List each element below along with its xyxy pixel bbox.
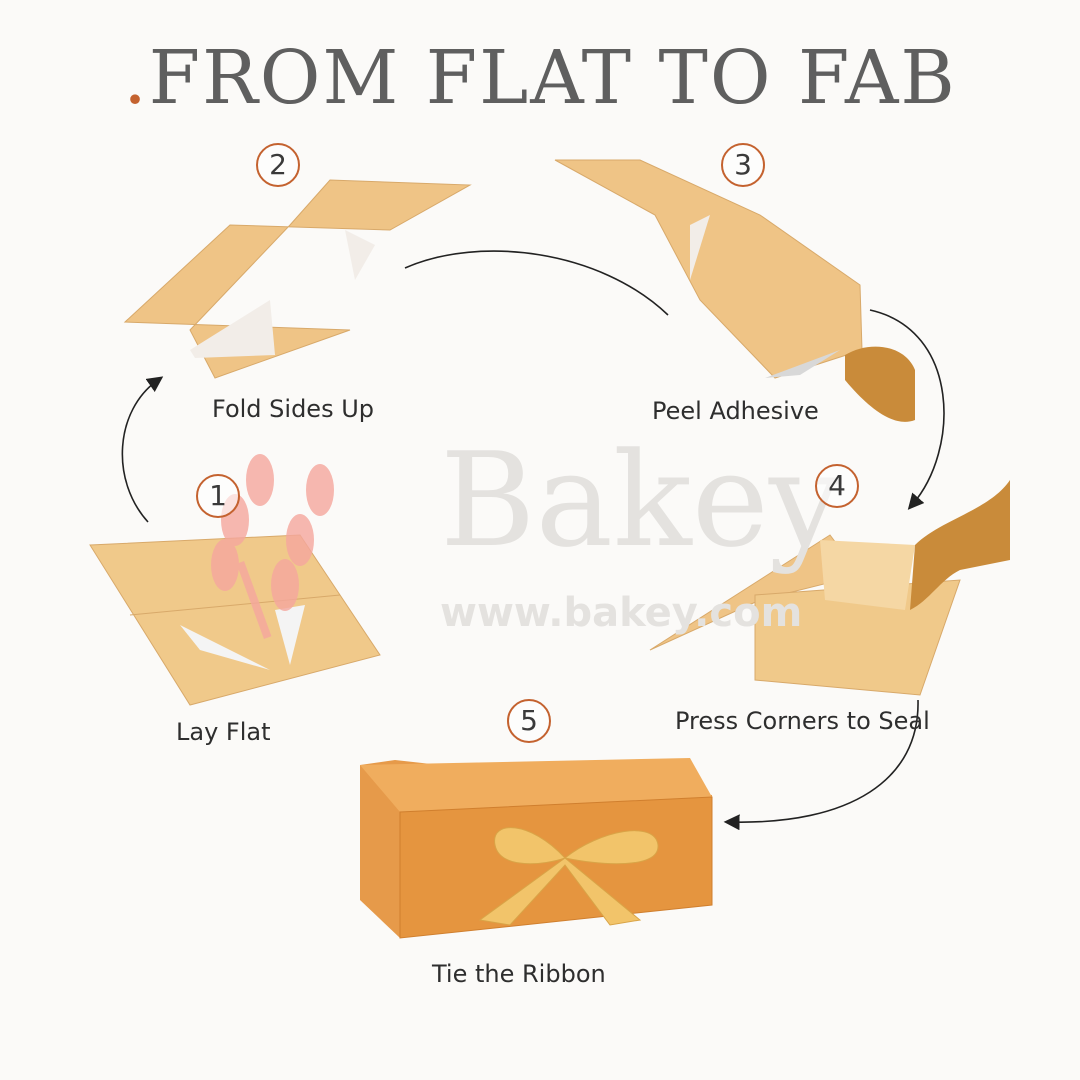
- step-4-number: 4: [815, 464, 859, 508]
- arrow-2-to-3: [404, 250, 669, 316]
- folding-box-image: [123, 179, 472, 379]
- watermark-url: www.bakey.com: [440, 590, 803, 636]
- arrow-3-to-4: [869, 309, 945, 510]
- hand-icon: [845, 346, 915, 422]
- arrow-4-to-5: [723, 699, 919, 831]
- peeling-box-image: [554, 159, 915, 422]
- step-1-label: Lay Flat: [176, 718, 271, 746]
- ribbon-bow: [478, 827, 659, 926]
- step-4-label: Press Corners to Seal: [675, 707, 930, 735]
- page-title: .FROM FLAT TO FAB: [123, 35, 957, 121]
- open-box-image: [649, 480, 1010, 696]
- step-5-label: Tie the Ribbon: [432, 960, 606, 988]
- step-5-number: 5: [507, 699, 551, 743]
- step-2-number: 2: [256, 143, 300, 187]
- step-3-number: 3: [721, 143, 765, 187]
- finished-box-image: [360, 758, 713, 939]
- arrow-1-to-2: [121, 376, 164, 523]
- step-2-label: Fold Sides Up: [212, 395, 374, 423]
- wheat-logo-watermark: [211, 454, 334, 639]
- flat-box-image: [89, 534, 381, 706]
- step-3-label: Peel Adhesive: [652, 397, 819, 425]
- watermark-brand: Bakey: [440, 424, 843, 576]
- step-1-number: 1: [196, 474, 240, 518]
- hand-icon: [910, 480, 1010, 610]
